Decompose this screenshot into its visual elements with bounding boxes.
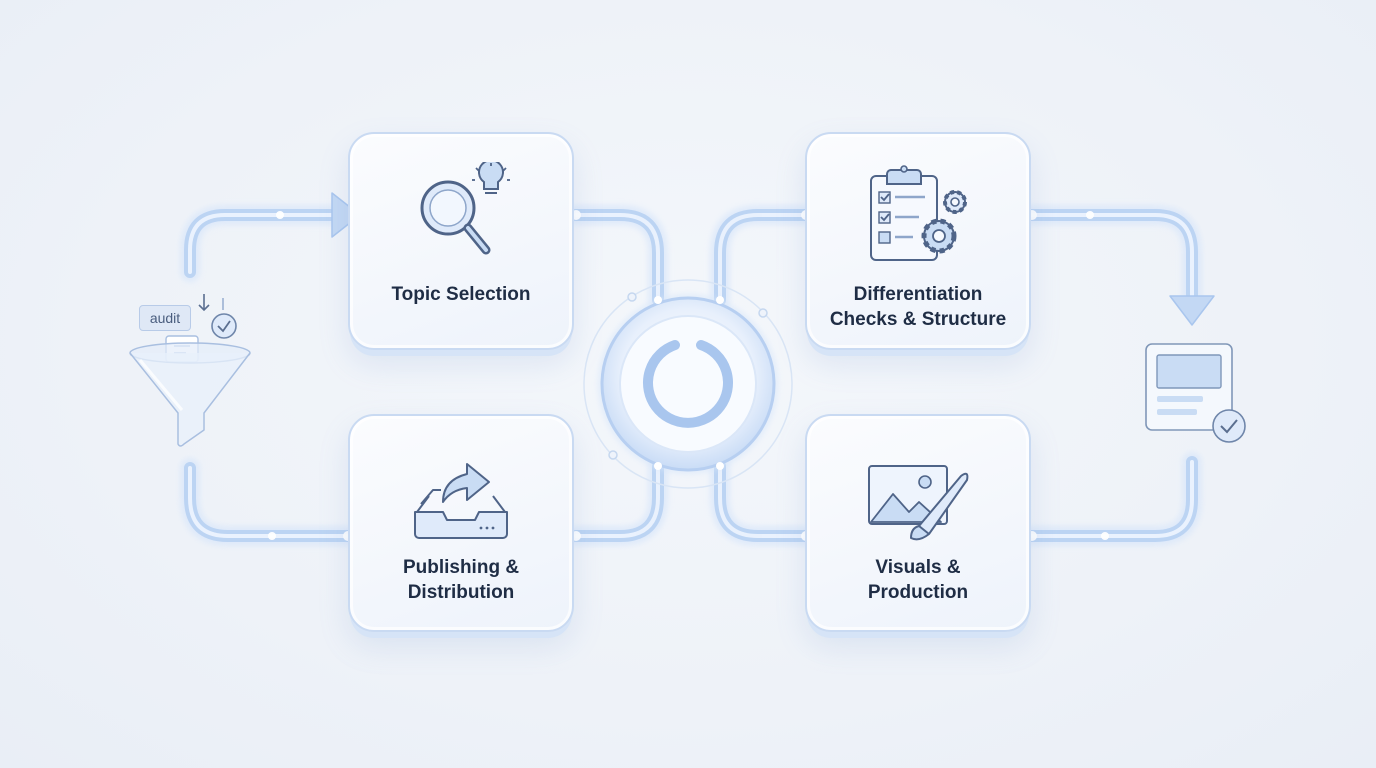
step-label-publishing: Publishing &Distribution xyxy=(402,557,520,603)
checklist-gears-icon xyxy=(870,165,967,261)
funnel-icon xyxy=(129,294,251,447)
step-card-topic-selection[interactable]: Topic Selection xyxy=(348,132,574,350)
image-brush-icon xyxy=(868,465,969,541)
arrow-head-right xyxy=(331,192,361,238)
step-card-visuals[interactable]: Visuals &Production xyxy=(805,414,1031,632)
step-card-publishing[interactable]: Publishing &Distribution xyxy=(348,414,574,632)
central-hub xyxy=(583,279,793,489)
loop-ring-icon xyxy=(643,340,733,428)
step-label-visuals: Visuals &Production xyxy=(867,557,969,603)
inbox-share-icon xyxy=(414,463,508,539)
step-label-topic-selection: Topic Selection xyxy=(391,284,531,305)
document-check-icon xyxy=(1145,343,1246,443)
arrow-head-down xyxy=(1169,295,1215,326)
audit-tag: audit xyxy=(139,305,191,331)
magnifier-lightbulb-icon xyxy=(420,162,510,255)
